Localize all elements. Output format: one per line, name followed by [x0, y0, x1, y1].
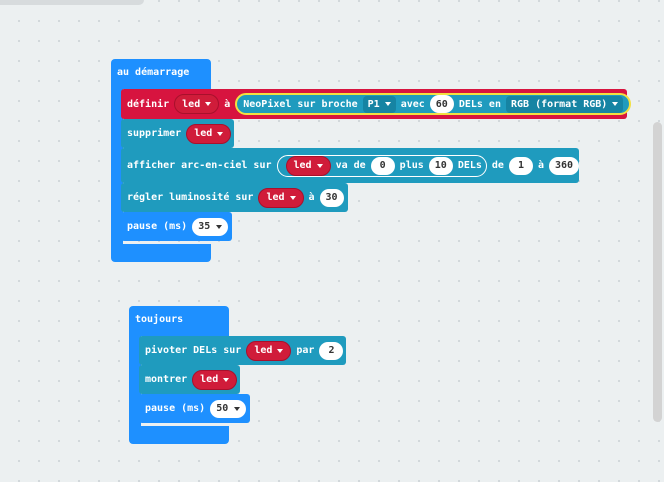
clear-label: supprimer	[127, 128, 182, 139]
chevron-down-icon	[234, 406, 241, 411]
chevron-down-icon	[612, 102, 619, 106]
to-label: à	[308, 192, 315, 203]
set-label: définir	[127, 98, 170, 110]
variable-name: led	[254, 345, 273, 356]
variable-name: led	[194, 128, 213, 139]
on-start-body	[111, 89, 123, 244]
brightness-label: régler luminosité sur	[127, 192, 254, 203]
pause-label: pause (ms)	[127, 221, 188, 232]
chevron-down-icon	[277, 348, 284, 353]
variable-name: led	[266, 192, 285, 203]
chevron-down-icon	[289, 195, 296, 200]
range-from-field[interactable]: 0	[370, 156, 395, 175]
chevron-down-icon	[316, 163, 323, 168]
mode-dropdown[interactable]: RGB (format RGB)	[505, 95, 624, 113]
led-count-field[interactable]: 60	[429, 95, 454, 113]
brightness-field[interactable]: 30	[319, 188, 344, 207]
forever-foot	[129, 426, 229, 444]
pin-value: P1	[367, 98, 380, 110]
set-variable-block[interactable]: définir led à NeoPixel sur broche P1 ave…	[121, 89, 632, 119]
on-start-foot	[111, 244, 211, 262]
by-label: par	[296, 345, 315, 356]
pause-value: 50	[216, 403, 229, 414]
chevron-down-icon	[223, 377, 230, 382]
variable-dropdown[interactable]: led	[174, 94, 220, 114]
variable-dropdown[interactable]: led	[258, 187, 304, 208]
variable-dropdown[interactable]: led	[285, 155, 331, 176]
from-label: va de	[335, 160, 366, 171]
pause-dropdown[interactable]: 50	[210, 399, 247, 418]
leds-label: DELs en	[458, 98, 501, 110]
clear-block[interactable]: supprimer led	[121, 119, 234, 148]
rainbow-label: afficher arc-en-ciel sur	[127, 160, 272, 171]
rotate-block[interactable]: pivoter DELs sur led par 2	[139, 336, 346, 365]
on-start-label: au démarrage	[117, 67, 190, 78]
hue-end-field[interactable]: 360	[548, 156, 579, 175]
pause-block[interactable]: pause (ms) 50	[139, 394, 250, 423]
to-label: à	[224, 98, 231, 110]
chevron-down-icon	[216, 224, 223, 229]
variable-name: led	[182, 98, 201, 110]
pin-dropdown[interactable]: P1	[362, 95, 396, 113]
range-length-field[interactable]: 10	[428, 156, 453, 175]
hue-from-label: de	[491, 160, 504, 171]
show-block[interactable]: montrer led	[139, 365, 240, 394]
chevron-down-icon	[384, 102, 391, 106]
with-label: avec	[400, 98, 425, 110]
show-rainbow-block[interactable]: afficher arc-en-ciel sur led va de 0 plu…	[121, 148, 579, 183]
show-label: montrer	[145, 374, 188, 385]
neopixel-create-block[interactable]: NeoPixel sur broche P1 avec 60 DELs en R…	[235, 93, 632, 115]
forever-label: toujours	[135, 314, 184, 325]
variable-dropdown[interactable]: led	[246, 340, 292, 361]
rotate-offset-field[interactable]: 2	[319, 341, 344, 360]
plus-label: plus	[399, 160, 424, 171]
variable-name: led	[293, 160, 312, 171]
hue-to-label: à	[537, 160, 544, 171]
chevron-down-icon	[217, 131, 224, 136]
mode-value: RGB (format RGB)	[510, 98, 608, 110]
pause-value: 35	[198, 221, 211, 232]
hue-start-field[interactable]: 1	[508, 156, 533, 175]
variable-name: led	[200, 374, 219, 385]
dels-label: DELs	[457, 160, 482, 171]
set-brightness-block[interactable]: régler luminosité sur led à 30	[121, 183, 348, 212]
rotate-label: pivoter DELs sur	[145, 345, 242, 356]
pause-label: pause (ms)	[145, 403, 206, 414]
neopixel-label: NeoPixel sur broche	[243, 98, 358, 110]
forever-body	[129, 336, 141, 426]
vertical-scrollbar[interactable]	[653, 122, 662, 422]
range-block[interactable]: led va de 0 plus 10 DELs	[276, 154, 487, 177]
chevron-down-icon	[205, 102, 212, 106]
variable-dropdown[interactable]: led	[186, 123, 232, 144]
pause-block[interactable]: pause (ms) 35	[121, 212, 232, 241]
on-start-hat[interactable]: au démarrage	[111, 59, 211, 89]
pause-dropdown[interactable]: 35	[192, 217, 229, 236]
forever-hat[interactable]: toujours	[129, 306, 229, 336]
variable-dropdown[interactable]: led	[192, 369, 238, 390]
top-bar-fragment	[0, 0, 144, 5]
